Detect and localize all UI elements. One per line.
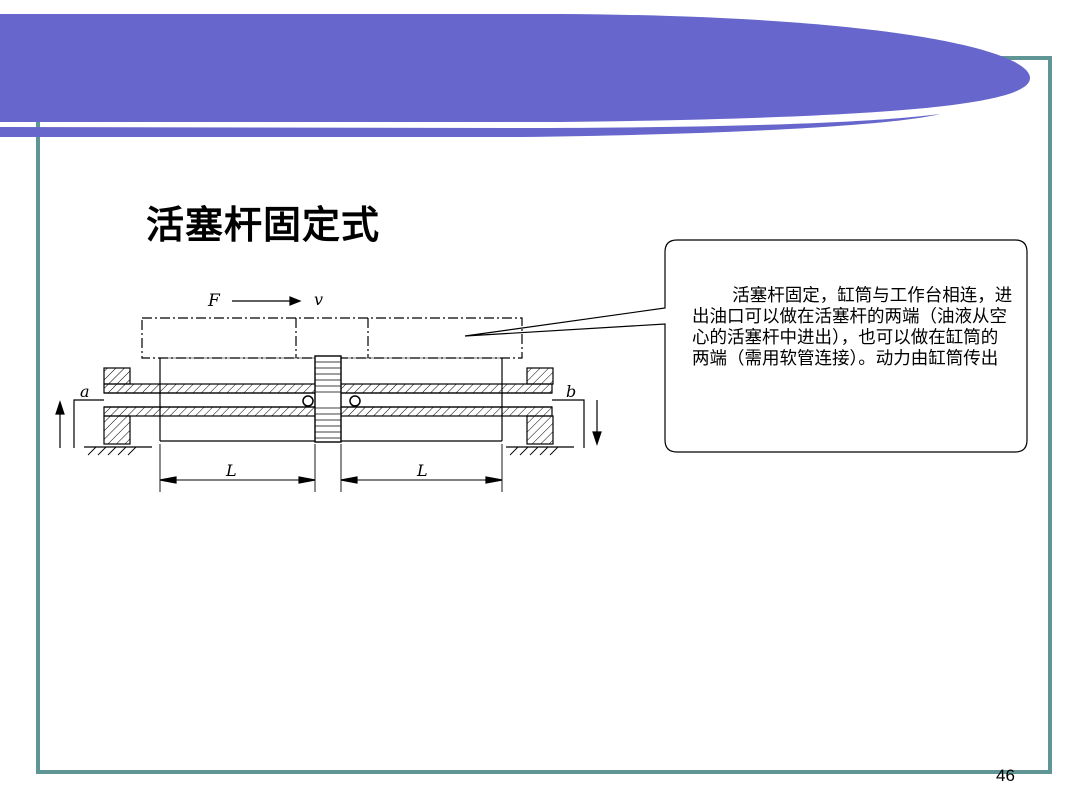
oil-hole-left <box>302 395 314 407</box>
label-velocity: v <box>314 290 323 309</box>
support-right-bottom <box>526 415 554 445</box>
label-port-a: a <box>80 382 90 401</box>
pipe-b <box>552 399 585 448</box>
support-right-top <box>526 367 554 385</box>
callout-bubble <box>464 239 1028 453</box>
page-title: 活塞杆固定式 <box>146 202 381 247</box>
label-length-left: L <box>225 461 237 480</box>
header-stripe <box>0 114 940 137</box>
oil-hole-right <box>349 395 361 407</box>
support-left-top <box>103 367 131 385</box>
worktable <box>141 317 523 359</box>
piston <box>314 355 342 443</box>
support-left-bottom <box>103 415 131 445</box>
label-force: F <box>207 291 221 311</box>
pipe-a <box>73 399 104 448</box>
label-port-b: b <box>566 382 576 401</box>
label-length-right: L <box>416 461 428 480</box>
cylinder-diagram <box>55 296 602 492</box>
page-number: 46 <box>996 766 1015 785</box>
callout-text: 活塞杆固定，缸筒与工作台相连，进出油口可以做在活塞杆的两端（油液从空心的活塞杆中… <box>692 286 1013 369</box>
header-banner <box>0 14 1030 122</box>
